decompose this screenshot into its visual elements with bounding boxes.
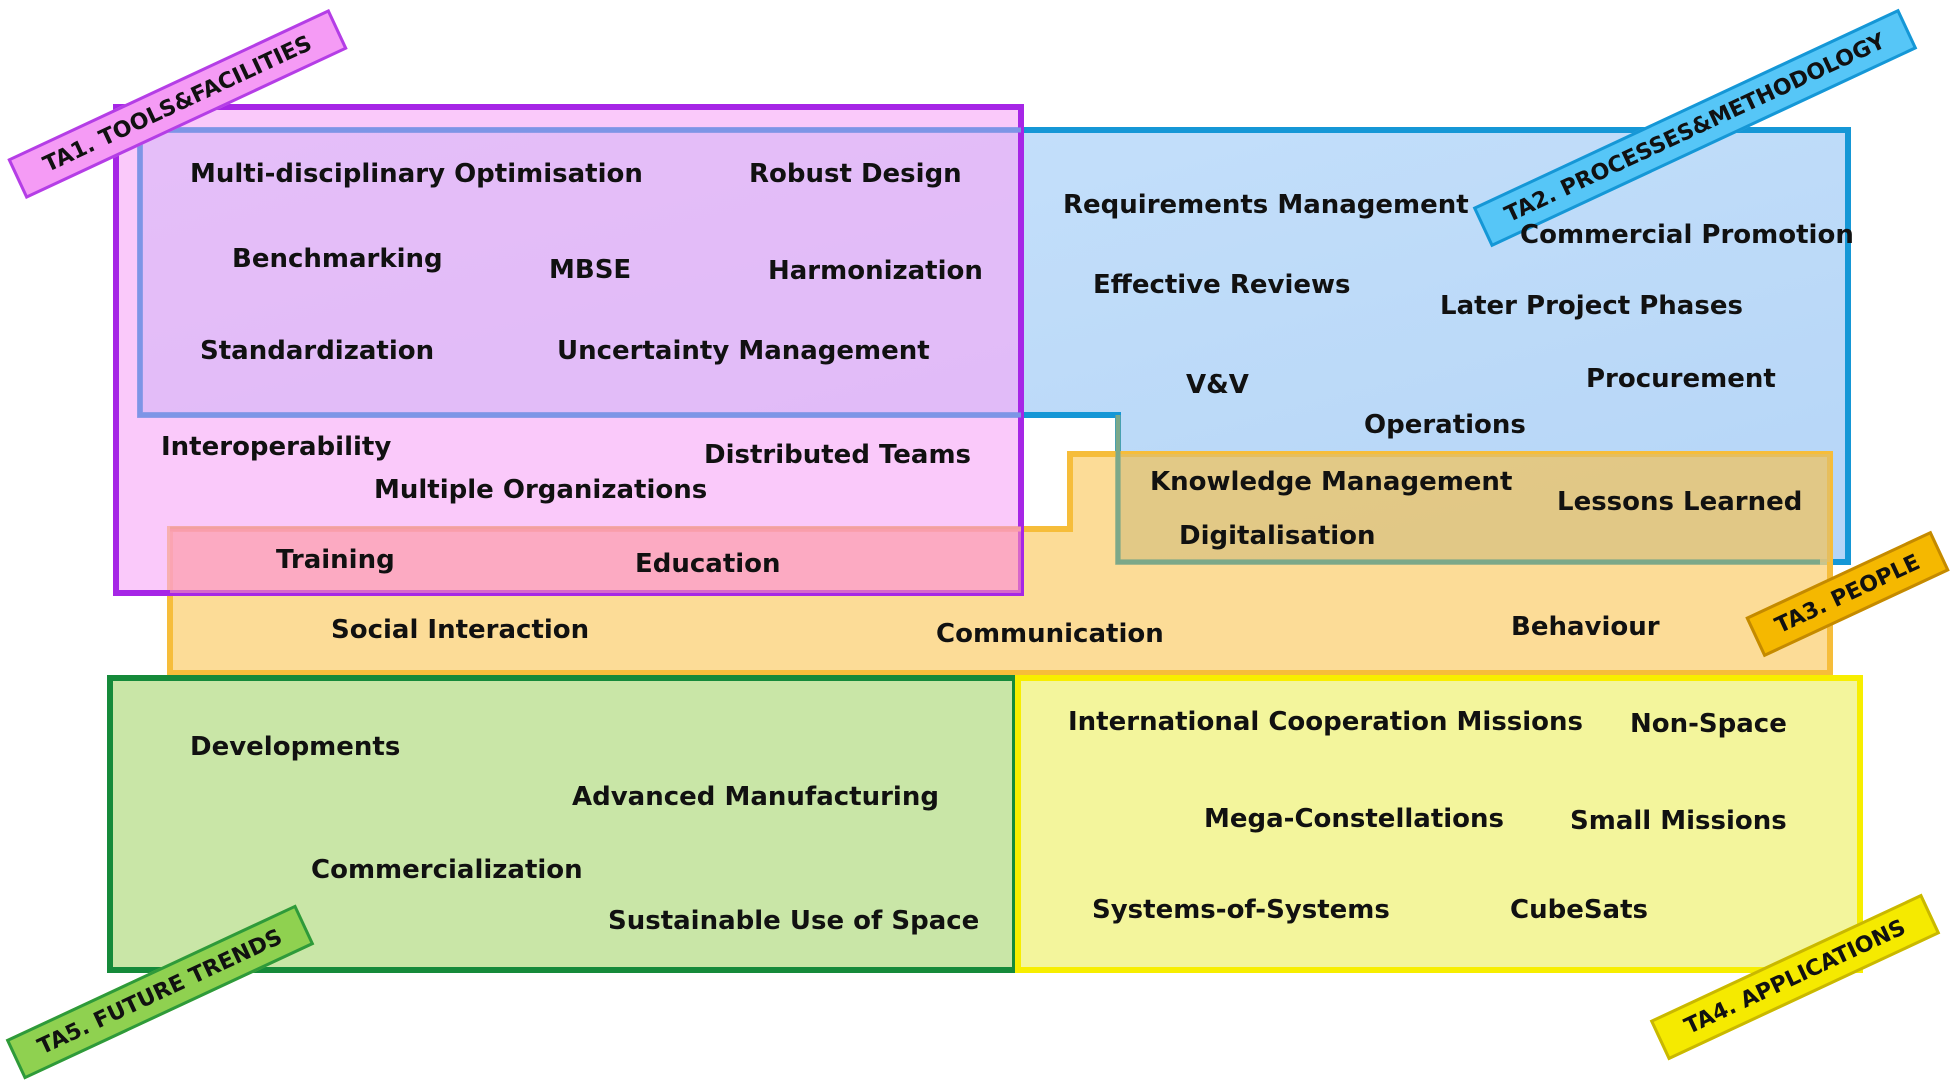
- label-later-project-phases: Later Project Phases: [1440, 291, 1743, 321]
- label-requirements-management: Requirements Management: [1063, 190, 1469, 220]
- label-training: Training: [276, 545, 395, 575]
- label-multiple-organizations: Multiple Organizations: [374, 475, 708, 505]
- label-standardization: Standardization: [200, 336, 435, 366]
- label-robust-design: Robust Design: [749, 159, 962, 189]
- label-operations: Operations: [1364, 410, 1526, 440]
- label-uncertainty-management: Uncertainty Management: [557, 336, 930, 366]
- label-interoperability: Interoperability: [161, 432, 392, 462]
- label-behaviour: Behaviour: [1511, 612, 1660, 642]
- label-digitalisation: Digitalisation: [1179, 521, 1376, 551]
- label-commercialization: Commercialization: [311, 855, 583, 885]
- label-non-space: Non-Space: [1630, 709, 1787, 739]
- label-vv: V&V: [1186, 370, 1249, 400]
- label-social-interaction: Social Interaction: [331, 615, 590, 645]
- label-benchmarking: Benchmarking: [232, 244, 443, 274]
- label-cubesats: CubeSats: [1510, 895, 1649, 925]
- label-effective-reviews: Effective Reviews: [1093, 270, 1351, 300]
- label-systems-of-systems: Systems-of-Systems: [1092, 895, 1390, 925]
- label-developments: Developments: [190, 732, 401, 762]
- label-multidisciplinary-optimisation: Multi-disciplinary Optimisation: [190, 159, 643, 189]
- label-communication: Communication: [936, 619, 1164, 649]
- label-harmonization: Harmonization: [768, 256, 983, 286]
- label-lessons-learned: Lessons Learned: [1557, 487, 1803, 517]
- label-international-cooperation-missions: International Cooperation Missions: [1068, 707, 1584, 737]
- label-small-missions: Small Missions: [1570, 806, 1787, 836]
- label-knowledge-management: Knowledge Management: [1150, 467, 1513, 497]
- label-mega-constellations: Mega-Constellations: [1204, 804, 1505, 834]
- label-mbse: MBSE: [549, 255, 632, 285]
- label-sustainable-use-of-space: Sustainable Use of Space: [608, 906, 980, 936]
- label-distributed-teams: Distributed Teams: [704, 440, 972, 470]
- label-advanced-manufacturing: Advanced Manufacturing: [572, 782, 939, 812]
- label-education: Education: [635, 549, 781, 579]
- label-procurement: Procurement: [1586, 364, 1776, 394]
- label-commercial-promotion: Commercial Promotion: [1520, 220, 1854, 250]
